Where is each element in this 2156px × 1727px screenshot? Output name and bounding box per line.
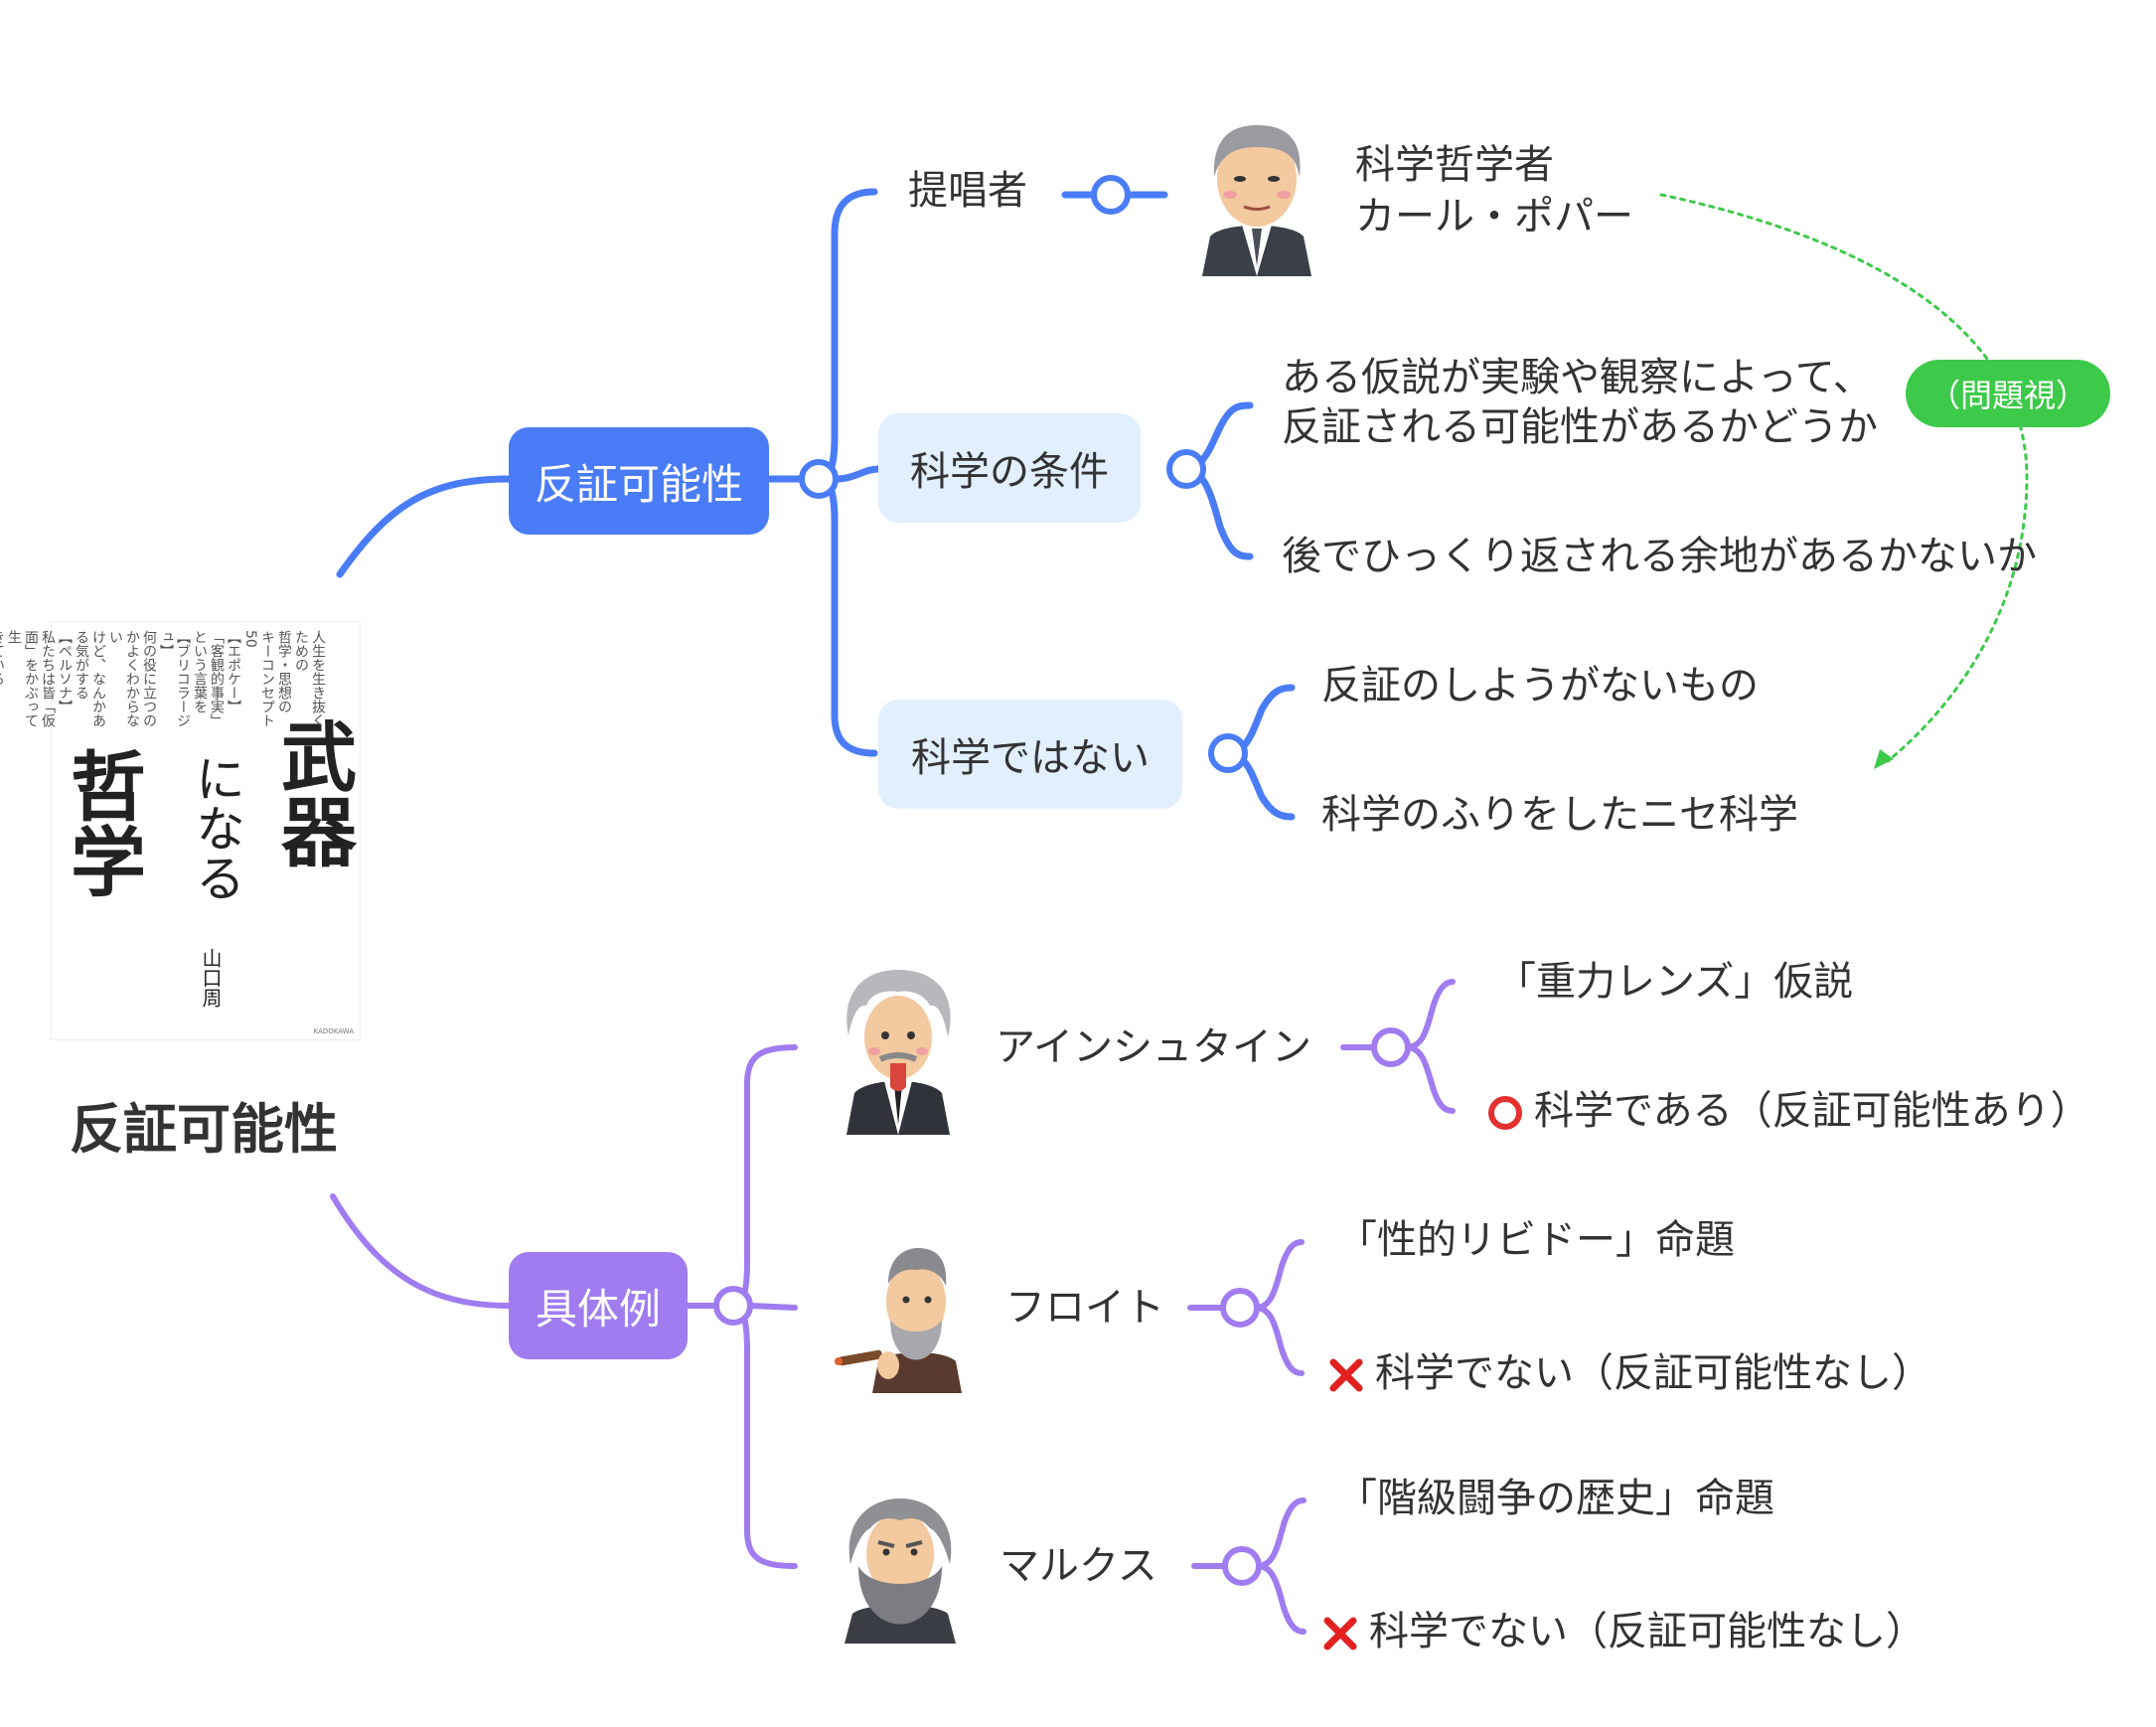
junction-freud — [1220, 1288, 1260, 1328]
link-hub-proposer — [815, 188, 878, 483]
einstein-hypothesis: 「重力レンズ」仮説 — [1496, 959, 1854, 1005]
cross-icon — [1329, 1358, 1363, 1392]
elderly-man-suit-icon — [1192, 117, 1321, 276]
freud-name[interactable]: フロイト — [1005, 1285, 1164, 1331]
book-cover-image: 武器 になる 哲学 山口周 人生を生き抜くための哲学・思想のキーコンセプト50【… — [0, 622, 360, 1039]
proposer-title: 科学哲学者 — [1355, 142, 1554, 188]
node-not-science[interactable]: 科学ではない — [878, 700, 1182, 809]
relation-tag[interactable]: （問題視） — [1906, 360, 2110, 427]
relation-dotted-arrow — [1659, 193, 2029, 763]
marx-icon — [837, 1494, 964, 1644]
junction-proposer — [1091, 175, 1131, 215]
proposer-name: カール・ポパー — [1355, 194, 1633, 239]
link-einstein-hypothesis — [1404, 979, 1456, 1050]
not-science-item-1: 反証のしようがないもの — [1321, 663, 1759, 708]
junction-notscience — [1208, 733, 1248, 773]
link-hub-condition — [833, 465, 882, 483]
freud-hypothesis: 「性的リビドー」命題 — [1337, 1217, 1735, 1263]
node-examples[interactable]: 具体例 — [509, 1252, 688, 1359]
link-freud-verdict — [1253, 1305, 1305, 1376]
book-blurb-line: きている — [0, 630, 5, 686]
marx-hypothesis: 「階級闘争の歴史」命題 — [1337, 1476, 1774, 1521]
book-blurb-line: 【ペルソナ】 — [57, 630, 73, 713]
freud-verdict: 科学でない（反証可能性なし） — [1375, 1350, 1931, 1396]
book-title-mid: になる — [188, 753, 245, 902]
marx-name[interactable]: マルクス — [1000, 1543, 1157, 1589]
link-central-examples — [330, 1193, 512, 1309]
relation-arrowhead — [1874, 749, 1894, 769]
junction-marx — [1222, 1546, 1262, 1586]
link-freud-hypothesis — [1253, 1239, 1305, 1311]
book-blurb-line: 哲学・思想の — [276, 630, 292, 713]
book-blurb-line: 何の役に立つのかよくわからない — [107, 630, 157, 727]
marx-verdict: 科学でない（反証可能性なし） — [1369, 1609, 1925, 1654]
einstein-icon — [841, 966, 956, 1135]
link-central-falsifiability — [336, 475, 513, 578]
link-marx-hypothesis — [1255, 1497, 1307, 1569]
book-blurb-line: 人生を生き抜くための — [293, 630, 326, 727]
book-author: 山口周 — [199, 948, 223, 1008]
freud-icon — [833, 1244, 972, 1393]
einstein-verdict: 科学である（反証可能性あり） — [1534, 1088, 2090, 1134]
not-science-item-2: 科学のふりをしたニセ科学 — [1321, 792, 1798, 838]
book-publisher: KADOKAWA — [313, 1027, 354, 1035]
book-title-left: 哲学 — [58, 747, 146, 898]
einstein-verdict-row: 科学である（反証可能性あり） — [1486, 1085, 2090, 1137]
central-topic-label: 反証可能性 — [70, 1098, 338, 1161]
link-hub-freud — [748, 1303, 798, 1311]
junction-condition — [1166, 449, 1206, 489]
link-hub-marx — [730, 1303, 798, 1569]
link-marx-verdict — [1255, 1563, 1307, 1635]
link-hub-einstein — [730, 1044, 798, 1309]
condition-item-2: 後でひっくり返される余地があるかないか — [1282, 534, 2037, 579]
cross-icon — [1323, 1617, 1357, 1650]
marx-verdict-row: 科学でない（反証可能性なし） — [1321, 1606, 1925, 1657]
junction-einstein — [1371, 1027, 1411, 1067]
node-proposer[interactable]: 提唱者 — [908, 168, 1027, 214]
book-blurb-line: 私たちは皆「仮面」をかぶって生 — [6, 630, 56, 727]
book-blurb-line: 「客観的事実」という言葉を — [192, 630, 225, 727]
book-blurb-line: 【エポケー】 — [226, 630, 241, 713]
circle-icon — [1488, 1096, 1522, 1130]
book-blurb: 人生を生き抜くための哲学・思想のキーコンセプト50【エポケー】「客観的事実」とい… — [0, 630, 326, 739]
node-science-condition[interactable]: 科学の条件 — [878, 413, 1141, 523]
condition-item-1-line1: ある仮説が実験や観察によって、 — [1282, 355, 1873, 400]
einstein-name[interactable]: アインシュタイン — [996, 1024, 1311, 1070]
junction-examples — [713, 1286, 753, 1326]
link-einstein-verdict — [1404, 1044, 1456, 1114]
junction-falsifiability — [799, 459, 839, 499]
link-hub-notscience — [815, 475, 878, 757]
node-falsifiability[interactable]: 反証可能性 — [509, 427, 769, 535]
book-title-right: 武器 — [268, 717, 357, 868]
book-blurb-line: キーコンセプト50 — [242, 630, 275, 727]
condition-item-1-line2: 反証される可能性があるかどうか — [1282, 404, 1878, 450]
book-blurb-line: 【ブリコラージュ】 — [158, 630, 191, 727]
book-blurb-line: けど、なんかある気がする — [74, 630, 106, 727]
freud-verdict-row: 科学でない（反証可能性なし） — [1327, 1347, 1931, 1399]
